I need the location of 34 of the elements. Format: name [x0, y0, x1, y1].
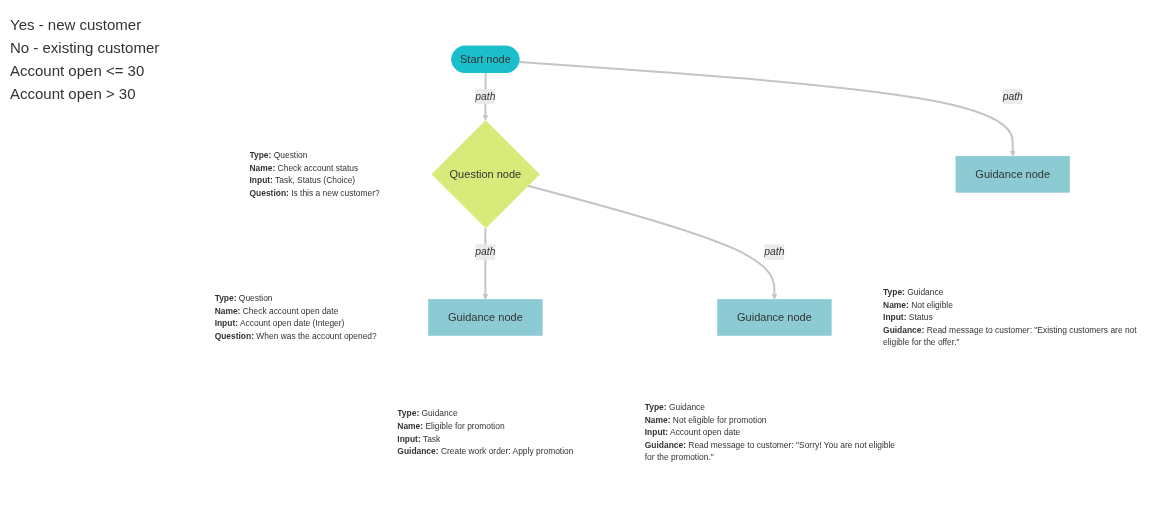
node-label: Type: Guidance — [883, 287, 944, 297]
node-label: Input: Task — [397, 433, 441, 444]
node-box: Guidance node — [717, 299, 832, 336]
node-label: Type: Guidance — [397, 408, 458, 419]
node-label: Type: Question — [249, 150, 308, 161]
edge-label: path — [475, 90, 496, 102]
branch-label: Yes - new customer — [10, 16, 143, 33]
edge-label: path — [475, 246, 496, 258]
edge-label: path — [764, 246, 785, 258]
node-box: Guidance node — [955, 155, 1070, 193]
branch-label: No - existing customer — [10, 39, 161, 56]
node-label: Guidance: Read message to customer: "Existing customers are not eligible for the offer." — [883, 325, 1137, 348]
node-label: Type: Question — [214, 293, 273, 304]
node-label: Guidance: Create work order: Apply promotion — [397, 446, 574, 457]
node-label: Question: When was the account opened? — [214, 331, 377, 342]
node-label: Name: Check account open date — [214, 306, 339, 316]
node-label: Name: Eligible for promotion — [397, 421, 505, 431]
node-label: Question: Is this a new customer? — [249, 188, 380, 198]
node-diamond: Question node — [431, 120, 540, 229]
node-label: Input: Status — [883, 312, 933, 323]
node-box: Guidance node — [428, 299, 543, 336]
branch-label: Account open > 30 — [10, 85, 137, 102]
arrow — [526, 184, 778, 300]
node-label: Input: Account open date — [644, 427, 741, 438]
node-label: Input: Account open date (Integer) — [214, 318, 345, 329]
node-label: Guidance: Read message to customer: "Sorry! You are not eligible for the promotion." — [644, 440, 896, 463]
node-label: Input: Task, Status (Choice) — [249, 175, 356, 186]
branch-label: Account open <= 30 — [10, 62, 146, 79]
arrow — [518, 61, 1016, 157]
node-label: Name: Check account status — [249, 162, 359, 173]
node-label: Name: Not eligible for promotion — [644, 414, 767, 425]
node-label: Type: Guidance — [644, 402, 706, 412]
node-label: Name: Not eligible — [883, 299, 953, 310]
edge-label: path — [1002, 90, 1023, 102]
